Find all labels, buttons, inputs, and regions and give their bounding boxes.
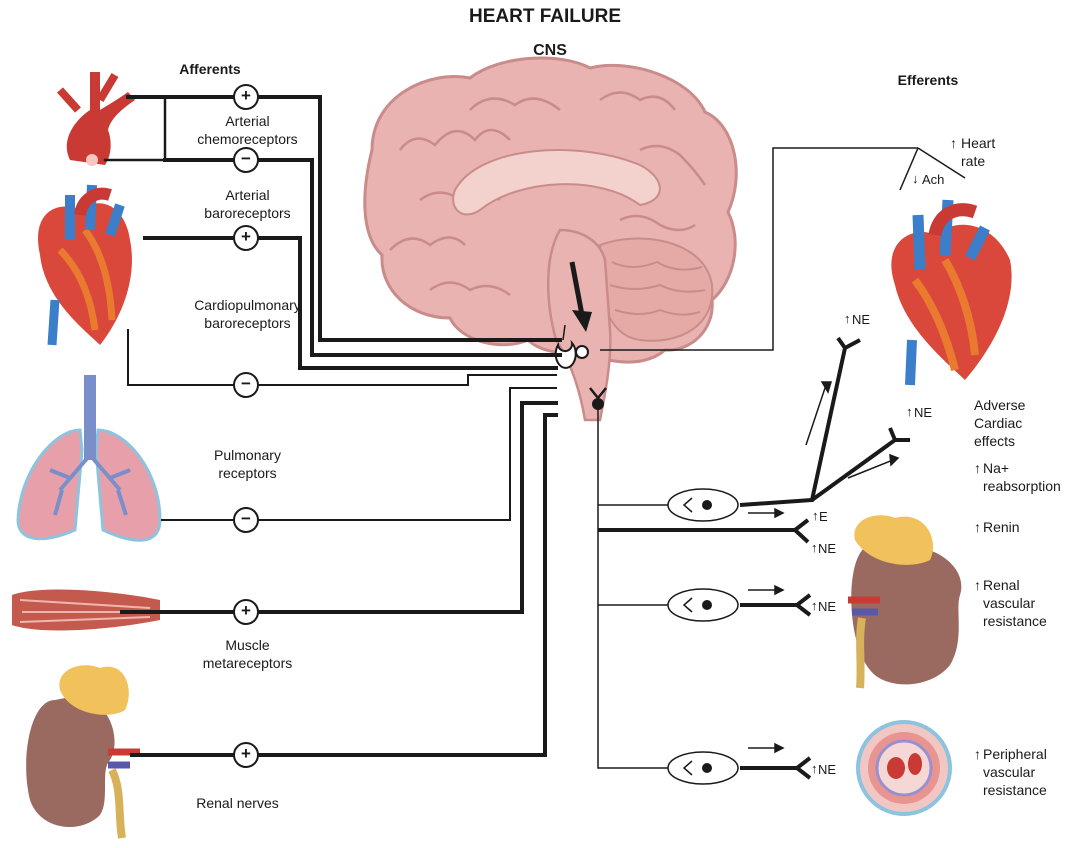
sign-renal-plus: + xyxy=(236,745,256,763)
kidney-left-illustration xyxy=(26,665,140,838)
efferents-heading: Efferents xyxy=(878,71,978,89)
label-ne-adrenal: NE xyxy=(818,540,836,558)
label-ne-adrenal-up: ↑ xyxy=(811,539,818,557)
label-adverse-cardiac-effects: Adverse Cardiac effects xyxy=(974,396,1074,450)
heart-left-illustration xyxy=(38,185,132,345)
label-peripheral-vascular-resistance: Peripheral vascular resistance xyxy=(983,745,1078,799)
cns-label: CNS xyxy=(520,42,580,60)
sign-chemo-minus: − xyxy=(236,150,256,168)
label-pulmonary-receptors: Pulmonary receptors xyxy=(180,446,315,482)
blood-vessel-illustration xyxy=(858,722,950,814)
label-ne-mid-up: ↑ xyxy=(906,403,913,421)
label-arterial-baroreceptors: Arterial baroreceptors xyxy=(175,186,320,222)
label-peripheral-vr-up: ↑ xyxy=(974,745,981,763)
label-renal-nerves: Renal nerves xyxy=(170,794,305,812)
label-renal-vascular-resistance: Renal vascular resistance xyxy=(983,576,1073,630)
label-renin: Renin xyxy=(983,518,1020,536)
label-ne-peripheral-up: ↑ xyxy=(811,760,818,778)
label-ne-top-up: ↑ xyxy=(844,310,851,328)
label-heart-rate: Heart rate xyxy=(961,134,1021,170)
label-na-up: ↑ xyxy=(974,459,981,477)
label-e: E xyxy=(819,508,828,526)
brain-illustration xyxy=(365,58,736,420)
afferents-heading: Afferents xyxy=(160,60,260,78)
sign-cardio-minus: − xyxy=(236,375,256,393)
kidney-right-illustration xyxy=(848,515,961,688)
label-ach: Ach xyxy=(922,171,944,189)
label-renin-up: ↑ xyxy=(974,518,981,536)
label-na-reabsorption: Na+ reabsorption xyxy=(983,459,1078,495)
ganglion-2 xyxy=(668,589,738,621)
sign-baro-plus: + xyxy=(236,228,256,246)
label-ne-top: NE xyxy=(852,311,870,329)
aortic-arch-illustration xyxy=(60,72,135,166)
sign-pulm-minus: − xyxy=(236,510,256,528)
label-cardiopulmonary-baroreceptors: Cardiopulmonary baroreceptors xyxy=(160,296,335,332)
diagram-title: HEART FAILURE xyxy=(430,8,660,26)
label-muscle-metareceptors: Muscle metareceptors xyxy=(170,636,325,672)
label-ne-renal: NE xyxy=(818,598,836,616)
label-ne-mid: NE xyxy=(914,404,932,422)
lungs-illustration xyxy=(18,375,160,540)
label-heart-rate-up: ↑ xyxy=(950,134,957,152)
sign-chemo-plus: + xyxy=(236,87,256,105)
ganglion-3 xyxy=(668,752,738,784)
label-arterial-chemoreceptors: Arterial chemoreceptors xyxy=(175,112,320,148)
label-ne-peripheral: NE xyxy=(818,761,836,779)
label-ne-renal-up: ↑ xyxy=(811,597,818,615)
ganglion-1 xyxy=(668,489,738,521)
label-ach-down: ↓ xyxy=(912,170,919,188)
label-e-up: ↑ xyxy=(812,507,819,525)
heart-right-illustration xyxy=(891,200,1011,385)
sign-muscle-plus: + xyxy=(236,602,256,620)
label-renal-vr-up: ↑ xyxy=(974,576,981,594)
